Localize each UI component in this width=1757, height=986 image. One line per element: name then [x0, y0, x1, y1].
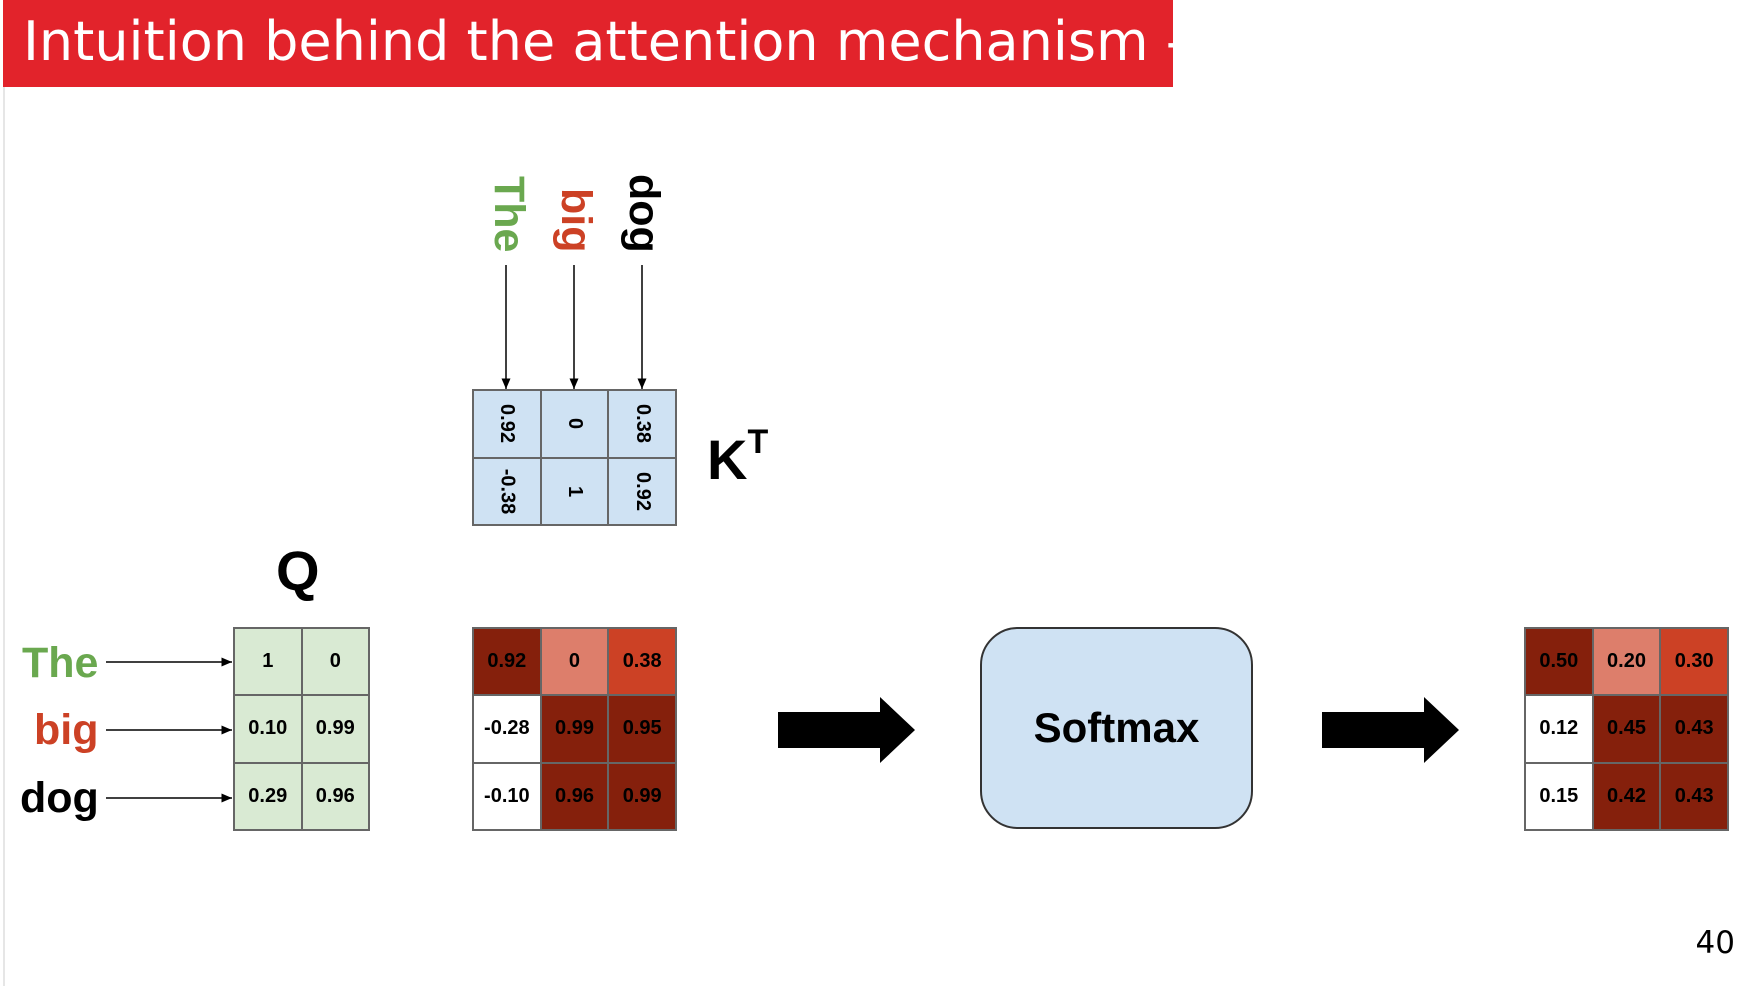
score-cell-value: 0.99	[622, 784, 662, 807]
softmax-output-cell: 0.50	[1525, 628, 1593, 696]
softmax-box: Softmax	[980, 627, 1253, 829]
q-matrix: 1 0 0.10 0.99 0.29 0.96	[233, 627, 370, 831]
slide-edge	[3, 0, 5, 986]
k-label-text: K	[707, 428, 748, 491]
k-cell: 0.92	[608, 457, 676, 525]
score-cell-value: 0.99	[555, 717, 594, 740]
k-word-the: The	[485, 176, 533, 253]
q-word-the: The	[22, 639, 99, 687]
softmax-output-cell-value: 0.50	[1539, 650, 1579, 673]
page-number: 40	[1695, 925, 1735, 961]
score-cell-value: 0.96	[555, 784, 594, 807]
score-cell: 0	[540, 628, 609, 696]
q-word-big: big	[34, 706, 99, 754]
score-cell: -0.28	[473, 695, 541, 763]
q-cell: 1	[234, 628, 302, 696]
k-label-superscript: T	[747, 423, 769, 462]
score-cell: 0.95	[608, 695, 676, 763]
q-cell: 0.99	[301, 695, 369, 763]
score-cell: 0.99	[608, 762, 676, 830]
score-cell-value: -0.10	[484, 784, 530, 807]
softmax-output-cell-value: 0.30	[1674, 650, 1714, 673]
arrow-from-softmax-icon	[1322, 697, 1459, 763]
score-cell: 0.96	[540, 762, 609, 830]
q-word-dog: dog	[20, 774, 99, 822]
q-cell: 0.10	[234, 695, 302, 763]
q-label: Q	[276, 539, 320, 602]
k-word-big: big	[552, 188, 600, 253]
k-cell: 0.92	[473, 390, 541, 458]
softmax-output-matrix: 0.50 0.20 0.30 0.12 0.45 0.43 0.15 0.42 0.43	[1524, 627, 1729, 831]
softmax-output-cell-value: 0.45	[1607, 717, 1646, 740]
score-cell-value: 0.95	[622, 717, 662, 740]
title-bar: Intuition behind the attention mechanism…	[3, 0, 1237, 87]
k-cell-value: 0.38	[631, 404, 654, 444]
softmax-output-cell-value: 0.15	[1539, 784, 1579, 807]
k-cell-value: 0	[563, 418, 586, 430]
k-word-dog: dog	[620, 174, 668, 253]
softmax-output-cell-value: 0.43	[1674, 717, 1714, 740]
k-transpose-matrix: 0.92 0 0.38 -0.38 1 0.92	[472, 389, 677, 526]
softmax-output-cell-value: 0.42	[1607, 784, 1646, 807]
softmax-output-cell: 0.15	[1525, 762, 1593, 830]
q-cell: 0.96	[301, 762, 369, 830]
q-cell-value: 0.10	[248, 717, 288, 740]
score-cell-value: 0	[568, 650, 581, 673]
k-cell-value: -0.38	[496, 468, 519, 515]
k-cell-value: 1	[563, 485, 586, 497]
softmax-output-cell-value: 0.43	[1674, 784, 1714, 807]
q-cell: 0	[301, 628, 369, 696]
score-cell: 0.38	[608, 628, 676, 696]
k-cell-value: 0.92	[496, 404, 519, 444]
score-cell: 0.99	[540, 695, 609, 763]
q-cell-value: 0.96	[315, 784, 355, 807]
k-cell-value: 0.92	[631, 471, 654, 511]
q-cell-value: 1	[262, 650, 274, 673]
k-transpose-label: KT	[707, 423, 768, 492]
softmax-output-cell: 0.42	[1592, 762, 1661, 830]
softmax-output-cell: 0.20	[1592, 628, 1661, 696]
arrow-to-softmax-icon	[778, 697, 915, 763]
q-cell-value: 0.99	[315, 717, 355, 740]
softmax-output-cell: 0.45	[1592, 695, 1661, 763]
q-cell-value: 0	[329, 650, 341, 673]
softmax-output-cell: 0.12	[1525, 695, 1593, 763]
q-cell: 0.29	[234, 762, 302, 830]
score-cell-value: -0.28	[484, 717, 530, 740]
score-cell-value: 0.92	[487, 650, 527, 673]
k-cell: -0.38	[473, 457, 541, 525]
score-matrix: 0.92 0 0.38 -0.28 0.99 0.95 -0.10 0.96 0.99	[472, 627, 677, 831]
softmax-output-cell: 0.43	[1660, 695, 1728, 763]
score-cell-value: 0.38	[622, 650, 662, 673]
score-cell: 0.92	[473, 628, 541, 696]
softmax-output-cell: 0.43	[1660, 762, 1728, 830]
slide-title: Intuition behind the attention mechanism…	[23, 10, 1237, 73]
k-cell: 0.38	[608, 390, 676, 458]
k-cell: 0	[540, 390, 609, 458]
score-cell: -0.10	[473, 762, 541, 830]
softmax-output-cell-value: 0.12	[1539, 717, 1579, 740]
softmax-output-cell: 0.30	[1660, 628, 1728, 696]
softmax-output-cell-value: 0.20	[1607, 650, 1646, 673]
k-cell: 1	[540, 457, 609, 525]
softmax-label: Softmax	[1033, 704, 1200, 751]
q-cell-value: 0.29	[248, 784, 288, 807]
